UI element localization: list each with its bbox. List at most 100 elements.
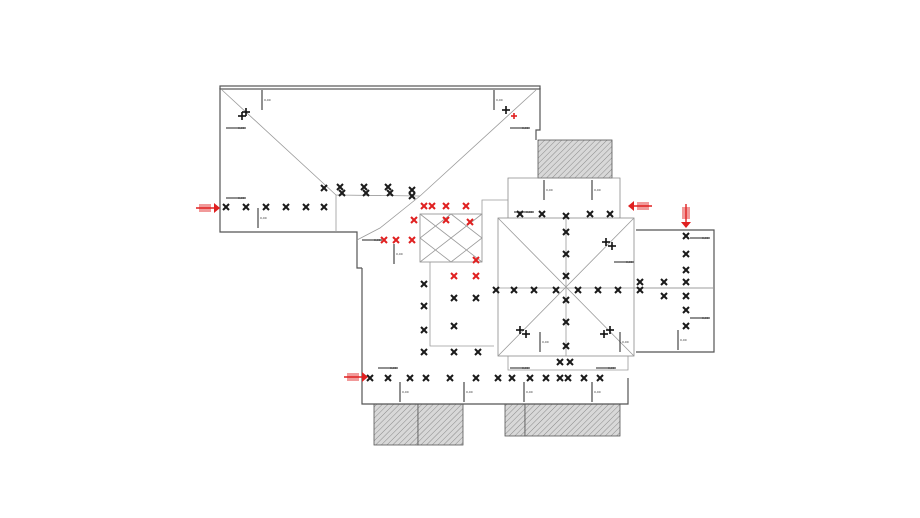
cross-x-icon [384,183,392,191]
dimension-marker: 0,00 [362,238,382,242]
red-arrow-icon [628,201,652,211]
chimney-top [537,139,613,179]
dimension-marker: 0,00 [463,382,473,402]
cross-x-icon [492,286,500,294]
cross-x-icon [450,322,458,330]
dimension-marker: 0,00 [226,196,246,200]
dimension-marker: 0,00 [596,366,616,370]
hatched-blocks [373,139,621,446]
cross-x-icon [636,278,644,286]
cross-x-icon [580,374,588,382]
chimney-bottom-1 [373,403,419,446]
dimension-marker: 0,00 [510,126,530,130]
cross-x-icon [682,266,690,274]
drain-marks [222,183,690,382]
dimension-label: 0,00 [260,216,267,220]
cross-x-icon [366,374,374,382]
dimension-marker: 0,00 [510,366,530,370]
cross-x-icon [682,306,690,314]
dimension-label: 0,00 [626,260,633,264]
dimension-label: 0,00 [594,188,601,192]
cross-x-icon [336,183,344,191]
cross-x-red-icon [442,216,450,224]
cross-x-red-icon [408,236,416,244]
vent-marks [238,106,616,338]
cross-x-icon [586,210,594,218]
wall-central [361,268,629,405]
cross-x-icon [542,374,550,382]
dimension-label: 0,00 [522,126,529,130]
dimension-label: 0,00 [374,238,381,242]
red-arrow-icon [681,204,691,228]
cross-x-icon [360,183,368,191]
red-arrow-icon [344,372,368,382]
cross-x-red-icon [472,272,480,280]
cross-x-red-icon [380,236,388,244]
dimension-marker: 0,00 [543,180,553,200]
cross-x-icon [408,186,416,194]
lantern-diamond [419,213,483,263]
dimension-label: 0,00 [522,366,529,370]
chimney-bottom-3 [504,403,526,437]
cross-x-red-icon [466,218,474,226]
cross-x-red-icon [442,202,450,210]
cross-x-icon [422,374,430,382]
ridge [356,195,421,241]
cross-x-icon [564,374,572,382]
dimension-label: 0,00 [396,252,403,256]
ridge [419,89,537,197]
cross-x-red-icon [450,272,458,280]
cross-x-icon [562,296,570,304]
downpipe-arrows [196,201,691,382]
cross-x-icon [320,203,328,211]
cross-x-icon [566,358,574,366]
cross-x-red-icon [472,256,480,264]
wall-upper-wing [219,85,541,90]
cross-x-icon [510,286,518,294]
cross-x-icon [526,374,534,382]
plus-icon [608,242,616,250]
wall-right-wing [636,229,715,353]
dimension-label: 0,00 [238,196,245,200]
dimension-label: 0,00 [608,366,615,370]
ridge [221,89,337,196]
cross-x-icon [302,203,310,211]
dimension-label: 0,00 [680,338,687,342]
cross-x-icon [636,286,644,294]
dimension-label: 0,00 [702,316,709,320]
cross-x-icon [660,278,668,286]
dimension-marker: 0,00 [261,90,271,110]
dimension-marker: 0,00 [677,330,687,350]
plus-icon [602,238,610,246]
cross-x-icon [660,292,668,300]
dimension-markers: 0,00 0,00 0,00 0,00 0,00 0,00 0,00 0,00 0,00 0,00… [226,90,710,402]
dimension-label: 0,00 [702,236,709,240]
cross-x-icon [406,374,414,382]
dimension-marker: 0,00 [619,332,629,352]
cross-x-icon [682,292,690,300]
cross-x-icon [362,189,370,197]
cross-x-icon [562,342,570,350]
cross-x-icon [562,318,570,326]
dimension-marker: 0,00 [378,366,398,370]
cross-x-icon [408,192,416,200]
ridge [481,199,508,214]
dimension-marker: 0,00 [226,126,246,130]
cross-x-icon [262,203,270,211]
roof-lines [221,89,714,371]
cross-x-icon [474,348,482,356]
dimension-marker: 0,00 [690,236,710,240]
cross-x-icon [450,294,458,302]
cross-x-icon [516,210,524,218]
dimension-label: 0,00 [526,390,533,394]
dimension-marker: 0,00 [523,382,533,402]
dimension-marker: 0,00 [399,382,409,402]
cross-x-icon [682,322,690,330]
wall-right-tower [507,177,621,218]
cross-x-icon [614,286,622,294]
cross-x-icon [530,286,538,294]
chimney-bottom-4 [524,403,621,437]
cross-x-icon [562,228,570,236]
ridge [335,194,421,197]
